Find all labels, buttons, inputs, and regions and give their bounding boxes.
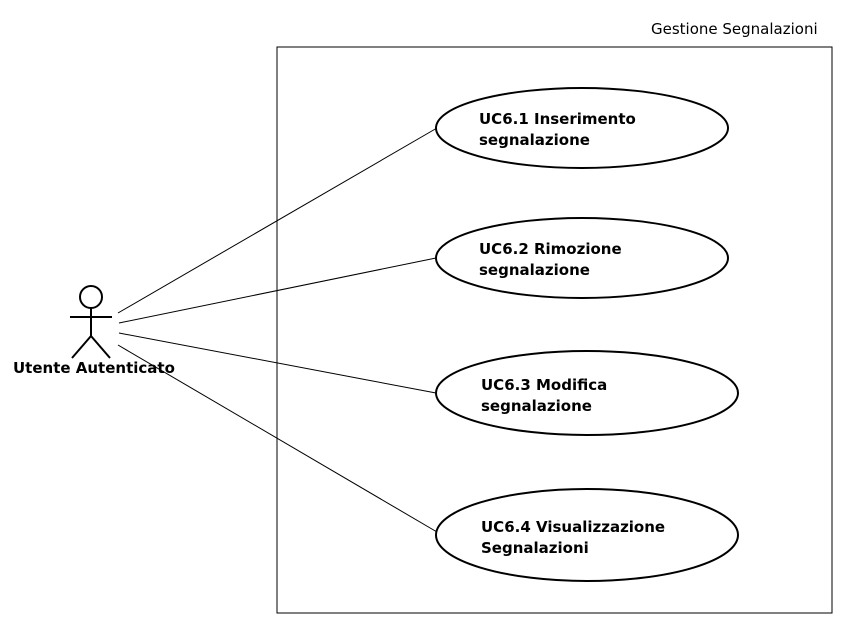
- system-title: Gestione Segnalazioni: [651, 20, 818, 38]
- association-line-uc61: [117, 127, 438, 314]
- actor-right-leg: [90, 335, 111, 359]
- use-case-uc63[interactable]: UC6.3 Modifica segnalazione: [435, 350, 739, 436]
- use-case-uc62[interactable]: UC6.2 Rimozione segnalazione: [435, 217, 729, 299]
- actor-left-leg: [71, 335, 92, 359]
- use-case-subtitle: segnalazione: [481, 397, 592, 415]
- use-case-uc64[interactable]: UC6.4 Visualizzazione Segnalazioni: [435, 488, 739, 582]
- use-case-title: UC6.2 Rimozione: [479, 240, 622, 258]
- actor-label: Utente Autenticato: [13, 359, 175, 377]
- use-case-uc61[interactable]: UC6.1 Inserimento segnalazione: [435, 87, 729, 169]
- association-line-uc62: [118, 257, 437, 324]
- use-case-subtitle: Segnalazioni: [481, 539, 589, 557]
- association-line-uc63: [118, 332, 437, 394]
- use-case-title: UC6.3 Modifica: [481, 376, 607, 394]
- use-case-ellipse[interactable]: [435, 350, 739, 436]
- system-boundary: [276, 46, 833, 614]
- association-line-uc64: [117, 344, 438, 533]
- use-case-ellipse[interactable]: [435, 488, 739, 582]
- use-case-title: UC6.4 Visualizzazione: [481, 518, 665, 536]
- use-case-title: UC6.1 Inserimento: [479, 110, 636, 128]
- use-case-subtitle: segnalazione: [479, 261, 590, 279]
- use-case-ellipse[interactable]: [435, 217, 729, 299]
- use-case-ellipse[interactable]: [435, 87, 729, 169]
- use-case-subtitle: segnalazione: [479, 131, 590, 149]
- actor-head: [79, 285, 103, 309]
- actor-figure: [70, 285, 112, 359]
